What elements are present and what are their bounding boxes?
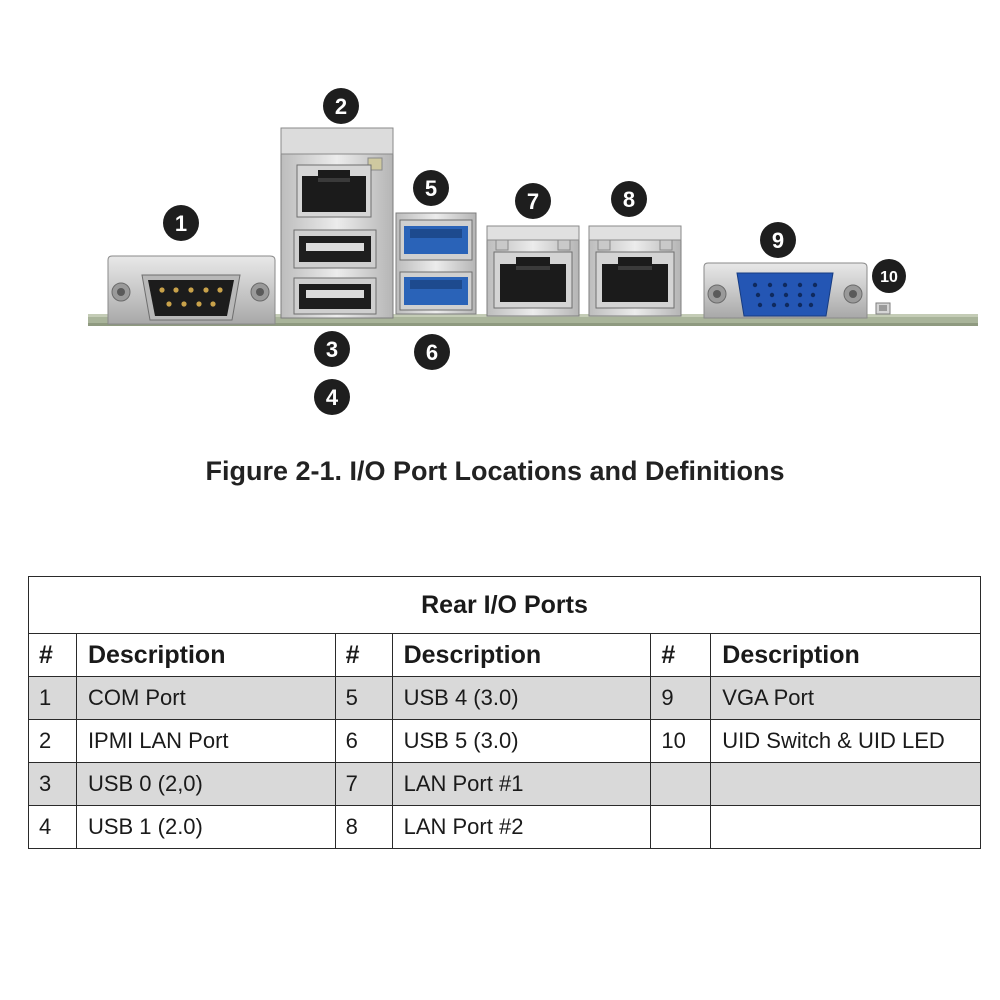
table-title-row: Rear I/O Ports <box>28 576 981 634</box>
callout-1: 1 <box>163 205 199 241</box>
port-description: USB 5 (3.0) <box>391 719 652 763</box>
callout-2: 2 <box>323 88 359 124</box>
port-description <box>710 762 981 806</box>
port-description <box>710 805 981 849</box>
callout-7: 7 <box>515 183 551 219</box>
callout-4: 4 <box>314 379 350 415</box>
port-number <box>650 805 712 849</box>
callout-3: 3 <box>314 331 350 367</box>
table-row: 3 USB 0 (2,0) 7 LAN Port #1 <box>28 762 981 806</box>
vga-port <box>703 262 868 319</box>
uid-switch-led <box>875 302 891 315</box>
figure-caption: Figure 2-1. I/O Port Locations and Defin… <box>205 456 785 486</box>
header-description: Description <box>391 633 652 677</box>
port-description: LAN Port #2 <box>391 805 652 849</box>
table-row: 4 USB 1 (2.0) 8 LAN Port #2 <box>28 805 981 849</box>
port-description: VGA Port <box>710 676 981 720</box>
table-row: 1 COM Port 5 USB 4 (3.0) 9 VGA Port <box>28 676 981 720</box>
svg-text:3: 3 <box>326 337 338 362</box>
port-description: IPMI LAN Port <box>75 719 336 763</box>
header-num: # <box>650 633 712 677</box>
port-number: 4 <box>28 805 77 849</box>
table-row: 2 IPMI LAN Port 6 USB 5 (3.0) 10 UID Swi… <box>28 719 981 763</box>
svg-text:6: 6 <box>426 340 438 365</box>
callout-5: 5 <box>413 170 449 206</box>
header-num: # <box>334 633 393 677</box>
header-description: Description <box>710 633 981 677</box>
port-number: 3 <box>28 762 77 806</box>
header-num: # <box>28 633 77 677</box>
port-number: 8 <box>334 805 393 849</box>
port-number: 5 <box>334 676 393 720</box>
svg-text:7: 7 <box>527 189 539 214</box>
table-title: Rear I/O Ports <box>28 576 981 634</box>
callout-6: 6 <box>414 334 450 370</box>
port-description: UID Switch & UID LED <box>710 719 981 763</box>
port-description: USB 4 (3.0) <box>391 676 652 720</box>
port-number: 1 <box>28 676 77 720</box>
io-port-illustration: 1 2 3 4 5 6 7 8 9 10 <box>88 88 978 415</box>
callout-9: 9 <box>760 222 796 258</box>
port-description: USB 0 (2,0) <box>75 762 336 806</box>
svg-text:5: 5 <box>425 176 437 201</box>
table-header-row: # Description # Description # Descriptio… <box>28 633 981 677</box>
port-number: 2 <box>28 719 77 763</box>
callout-8: 8 <box>611 181 647 217</box>
svg-text:9: 9 <box>772 228 784 253</box>
port-number: 9 <box>650 676 712 720</box>
port-number: 6 <box>334 719 393 763</box>
callout-10: 10 <box>872 259 906 293</box>
lan-port-1 <box>486 225 580 317</box>
svg-text:8: 8 <box>623 187 635 212</box>
svg-text:1: 1 <box>175 211 187 236</box>
svg-text:2: 2 <box>335 94 347 119</box>
port-description: USB 1 (2.0) <box>75 805 336 849</box>
port-description: COM Port <box>75 676 336 720</box>
ipmi-lan-usb-stack <box>280 127 394 319</box>
rear-io-ports-table: Rear I/O Ports # Description # Descripti… <box>28 576 981 849</box>
port-number: 7 <box>334 762 393 806</box>
port-number <box>650 762 712 806</box>
lan-port-2 <box>588 225 682 317</box>
svg-text:4: 4 <box>326 385 339 410</box>
header-description: Description <box>75 633 336 677</box>
port-number: 10 <box>650 719 712 763</box>
usb3-stack <box>395 212 477 315</box>
com-port <box>107 255 276 325</box>
svg-text:10: 10 <box>880 269 898 286</box>
port-description: LAN Port #1 <box>391 762 652 806</box>
